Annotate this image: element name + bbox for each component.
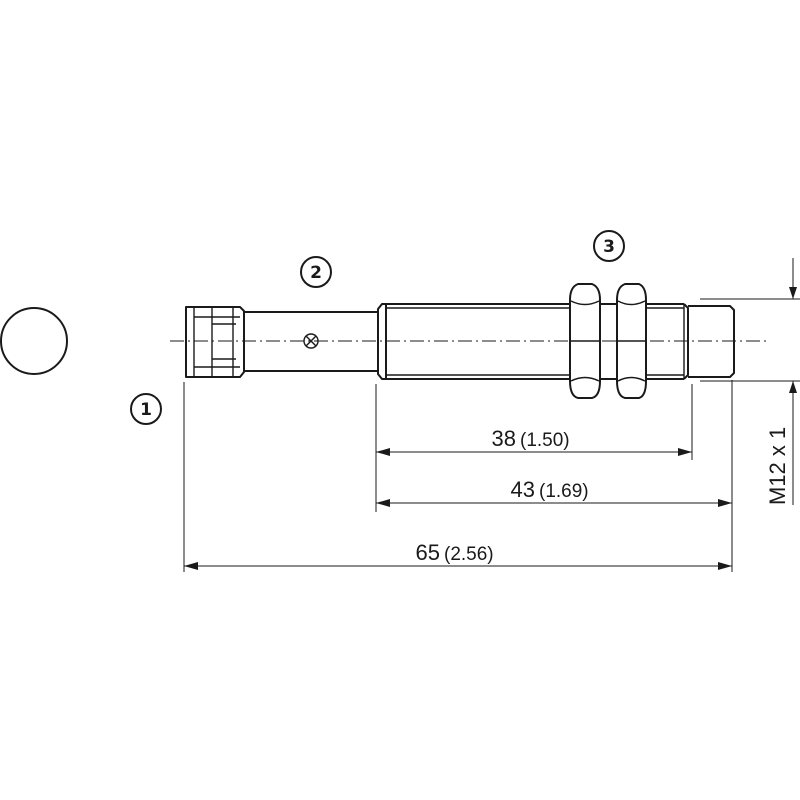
dim-38-value: 38	[492, 426, 516, 451]
dim-43-imperial: (1.69)	[539, 481, 589, 502]
thread-dimension-lines	[700, 258, 800, 505]
hex-nut-2	[616, 283, 647, 399]
led-indicator-icon	[303, 333, 319, 349]
front-face-circle-icon	[0, 307, 68, 375]
dim-65-value: 65	[416, 540, 440, 565]
callout-1-number: 1	[140, 400, 152, 420]
callout-2-number: 2	[310, 263, 322, 283]
dim-43-value: 43	[511, 477, 535, 502]
dimension-65: 65 (2.56)	[184, 540, 732, 570]
callout-3-number: 3	[603, 237, 615, 257]
threaded-barrel	[377, 303, 689, 380]
dim-65-imperial: (2.56)	[444, 544, 494, 565]
dimension-38: 38 (1.50)	[376, 426, 692, 456]
housing-body	[244, 311, 378, 372]
dimension-43: 43 (1.69)	[376, 477, 732, 507]
dim-38-imperial: (1.50)	[520, 430, 570, 451]
thread-size-label: M12 x 1	[765, 427, 790, 505]
callout-3: 3	[593, 230, 625, 262]
sensing-face	[688, 305, 735, 378]
extension-lines	[183, 380, 733, 572]
callout-1: 1	[130, 393, 162, 425]
callout-2: 2	[300, 256, 332, 288]
hex-nut-1	[569, 283, 601, 399]
connector-end	[185, 306, 245, 378]
